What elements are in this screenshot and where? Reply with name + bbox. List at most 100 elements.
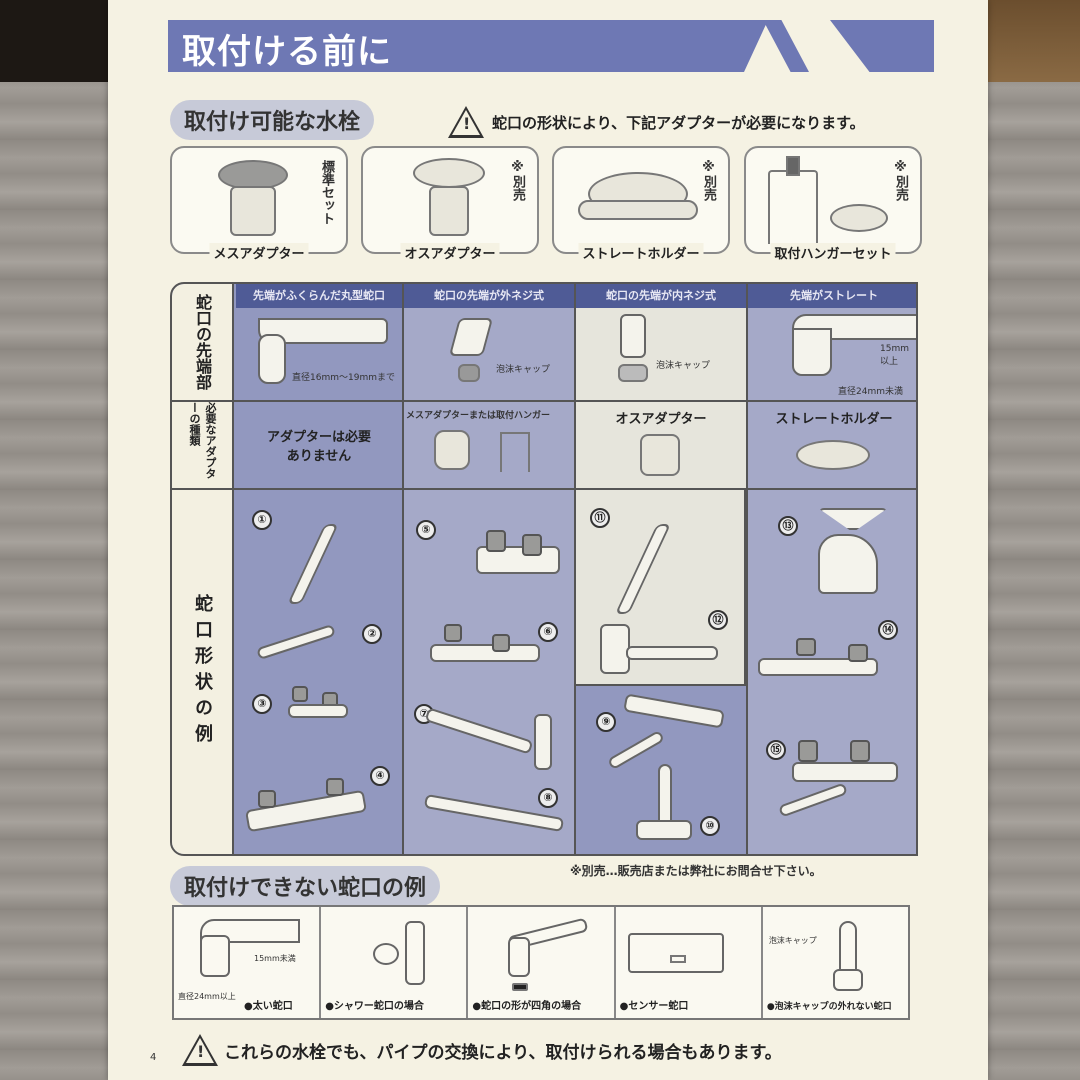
- faucet-handle: [492, 634, 510, 652]
- hanger-ring: [830, 204, 888, 232]
- adapter-card-straight-holder: ※別売 ストレートホルダー: [552, 146, 730, 262]
- column-straight-tip: 先端がストレート 15mm以上 直径24mm未満 ストレートホルダー ⑬ ⑭ ⑮: [748, 284, 916, 854]
- adapter-warning-text: 蛇口の形状により、下記アダプターが必要になります。: [492, 113, 865, 132]
- ng-item-thick-faucet: 15mm未満 直径24mm以上 ●太い蛇口: [174, 907, 322, 1018]
- warning-icon: [182, 1034, 218, 1066]
- faucet-example-14: [758, 658, 878, 676]
- faucet-handle: [444, 624, 462, 642]
- example-number: ②: [362, 624, 382, 644]
- tip-height-note: 15mm以上: [880, 344, 909, 367]
- adapter-warning: 蛇口の形状により、下記アダプターが必要になります。: [448, 106, 865, 138]
- faucet-example-9: [623, 693, 725, 729]
- adapter-card-hanger: ※別売 取付ハンガーセット: [744, 146, 922, 262]
- faucet-handle: [848, 644, 868, 662]
- faucet-example-12: [600, 624, 630, 674]
- hanger-bolt: [786, 156, 800, 176]
- sensor-window-icon: [669, 955, 686, 963]
- column-header: 蛇口の先端が内ネジ式: [576, 284, 746, 308]
- example-number: ④: [370, 766, 390, 786]
- adapter-card-male: ※別売 オスアダプター: [361, 146, 539, 262]
- faucet-handle: [292, 686, 308, 702]
- example-number: ⑩: [700, 816, 720, 836]
- square-outlet-icon: [512, 983, 529, 991]
- example-number: ③: [252, 694, 272, 714]
- female-adapter-body: [230, 186, 276, 236]
- faucet-example-7-body: [534, 714, 552, 770]
- example-number: ⑮: [766, 740, 786, 760]
- sensor-faucet-icon: [627, 933, 724, 973]
- ng-item-shower-faucet: ●シャワー蛇口の場合: [321, 907, 469, 1018]
- column-header: 先端がふくらんだ丸型蛇口: [236, 284, 402, 308]
- banner-stripe: [763, 20, 809, 72]
- ng-dimension-note: 直径24mm以上: [178, 992, 236, 1001]
- hanger-set-icon: [768, 170, 818, 244]
- faucet-handle: [850, 740, 870, 762]
- ng-item-square-faucet: ●蛇口の形が四角の場合: [468, 907, 616, 1018]
- row-divider: [172, 488, 916, 490]
- ng-cap-label: 泡沫キャップ: [768, 936, 817, 945]
- adapter-note: ※別売: [701, 160, 716, 201]
- ng-caption: ●蛇口の形が四角の場合: [472, 1001, 582, 1012]
- example-number: ⑤: [416, 520, 436, 540]
- adapter-requirement: メスアダプターまたは取付ハンガー: [406, 411, 551, 421]
- faucet-example-12-spout: [626, 646, 718, 660]
- manual-page: 取付ける前に 取付け可能な水栓 蛇口の形状により、下記アダプターが必要になります…: [108, 0, 988, 1080]
- faucet-example-10: [658, 764, 672, 824]
- column-divider: [574, 284, 576, 854]
- column-internal-thread: 蛇口の先端が内ネジ式 泡沫キャップ オスアダプター ⑪ ⑫ ⑨ ⑩: [576, 284, 746, 854]
- column-external-thread: 蛇口の先端が外ネジ式 泡沫キャップ メスアダプターまたは取付ハンガー ⑤ ⑥ ⑦…: [404, 284, 574, 854]
- banner-stripe: [830, 20, 934, 72]
- column-round-tip: 先端がふくらんだ丸型蛇口 直径16mm～19mmまで アダプターは必要ありません…: [236, 284, 402, 854]
- row-divider: [172, 400, 916, 402]
- faucet-tip-illustration: [258, 318, 388, 344]
- faucet-example-3: [288, 704, 348, 718]
- square-faucet-icon: [508, 937, 531, 977]
- faucet-handle: [522, 534, 542, 556]
- ng-caption: ●泡沫キャップの外れない蛇口: [766, 1002, 892, 1012]
- example-number: ⑧: [538, 788, 558, 808]
- straight-holder-base: [578, 200, 698, 220]
- ng-caption: ●太い蛇口: [244, 1001, 293, 1012]
- faucet-handle: [796, 638, 816, 656]
- column-divider: [402, 284, 404, 854]
- aerator-cap-icon: [618, 364, 648, 382]
- thick-faucet-icon: [200, 919, 300, 943]
- adapter-note: ※別売: [510, 160, 525, 201]
- shower-faucet-icon: [405, 921, 426, 985]
- example-number: ①: [252, 510, 272, 530]
- ng-caption: ●センサー蛇口: [619, 1001, 689, 1012]
- tip-dimension-note: 直径16mm～19mmまで: [292, 373, 395, 383]
- male-adapter-body: [429, 186, 469, 236]
- aerator-cap-icon: [832, 969, 863, 991]
- faucet-example-15-spout: [778, 782, 848, 818]
- adapter-label: オスアダプター: [400, 243, 500, 262]
- male-adapter-icon: [413, 158, 485, 188]
- background-dark-area: [0, 0, 110, 82]
- page-title: 取付ける前に: [168, 20, 768, 72]
- faucet-handle: [326, 778, 344, 796]
- replacement-note-text: これらの水栓でも、パイプの交換により、取付けられる場合もあります。: [224, 1042, 782, 1063]
- aerator-cap-icon: [458, 364, 480, 382]
- straight-holder-icon: [796, 440, 870, 470]
- faucet-example-10-base: [636, 820, 692, 840]
- adapter-requirement: オスアダプター: [615, 412, 707, 427]
- faucet-handle: [798, 740, 818, 762]
- adapter-requirement: ストレートホルダー: [775, 412, 893, 427]
- tip-dimension-note: 直径24mm未満: [838, 387, 903, 397]
- adapter-label: ストレートホルダー: [578, 243, 704, 262]
- adapter-label: 取付ハンガーセット: [770, 243, 896, 262]
- faucet-tip-illustration: [620, 314, 646, 358]
- thick-faucet-icon: [200, 935, 230, 977]
- example-number: ⑫: [708, 610, 728, 630]
- adapter-card-female: 標準セット メスアダプター: [170, 146, 348, 262]
- page-number: 4: [150, 1052, 157, 1063]
- column-header: 蛇口の先端が外ネジ式: [404, 284, 574, 308]
- faucet-example-13-body: [818, 534, 878, 594]
- section-heading-installable: 取付け可能な水栓: [170, 100, 375, 140]
- faucet-tip-illustration: [792, 328, 832, 376]
- example-number: ⑨: [596, 712, 616, 732]
- adapter-requirement: アダプターは必要ありません: [266, 430, 371, 464]
- faucet-example-15: [792, 762, 898, 782]
- example-number: ⑭: [878, 620, 898, 640]
- row-label-tip: 蛇口の先端部: [172, 284, 234, 400]
